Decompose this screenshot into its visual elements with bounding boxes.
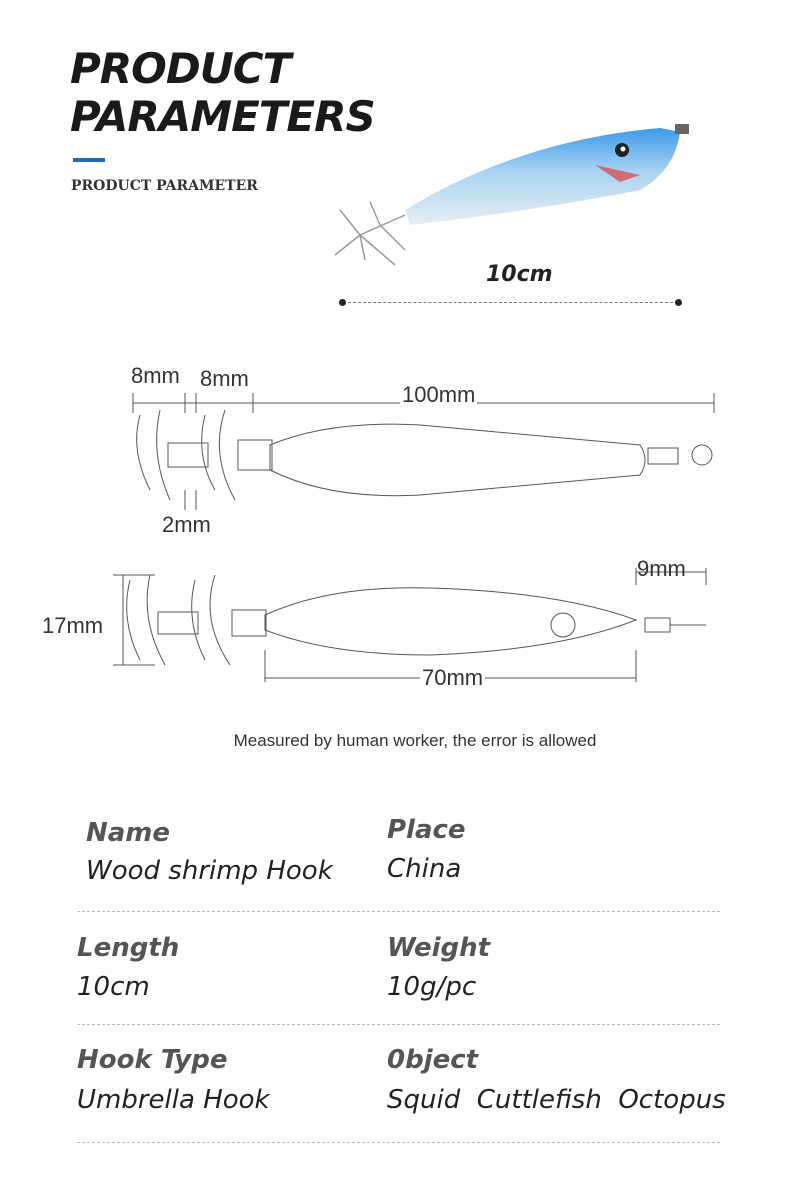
spec-label: Place (387, 815, 466, 845)
accent-bar (73, 158, 105, 162)
spec-label: Name (86, 818, 171, 848)
dim-hook-width2: 8mm (200, 366, 249, 392)
spec-value: Umbrella Hook (77, 1085, 270, 1115)
dim-total-length: 100mm (400, 382, 478, 408)
dimension-dot (675, 299, 682, 306)
dim-body-length: 70mm (420, 665, 486, 691)
divider (77, 1142, 720, 1143)
spec-value: 10g/pc (387, 972, 477, 1002)
title-line2: PARAMETERS (70, 92, 376, 141)
divider (77, 911, 720, 912)
title-line1: PRODUCT (70, 44, 291, 93)
spec-label: Hook Type (77, 1045, 228, 1075)
spec-value: China (387, 854, 462, 884)
spec-value: 10cm (77, 972, 150, 1002)
photo-length-label: 10cm (486, 262, 553, 287)
length-dimension-line (343, 302, 678, 303)
subtitle: PRODUCT PARAMETER (71, 178, 258, 194)
dimension-dot (339, 299, 346, 306)
measurement-note: Measured by human worker, the error is a… (233, 731, 597, 750)
dim-hook-width: 8mm (131, 363, 180, 389)
dimension-diagram (113, 393, 715, 682)
divider (77, 1024, 720, 1025)
spec-label: Weight (387, 933, 491, 963)
dim-gap: 2mm (162, 512, 211, 537)
squid-jig-photo (334, 124, 689, 266)
spec-value: Wood shrimp Hook (86, 856, 333, 886)
dim-eye-length: 9mm (637, 556, 686, 581)
dim-height: 17mm (42, 613, 104, 639)
spec-label: 0bject (387, 1045, 479, 1075)
spec-value: Squid Cuttlefish Octopus (387, 1085, 726, 1115)
spec-label: Length (77, 933, 180, 963)
